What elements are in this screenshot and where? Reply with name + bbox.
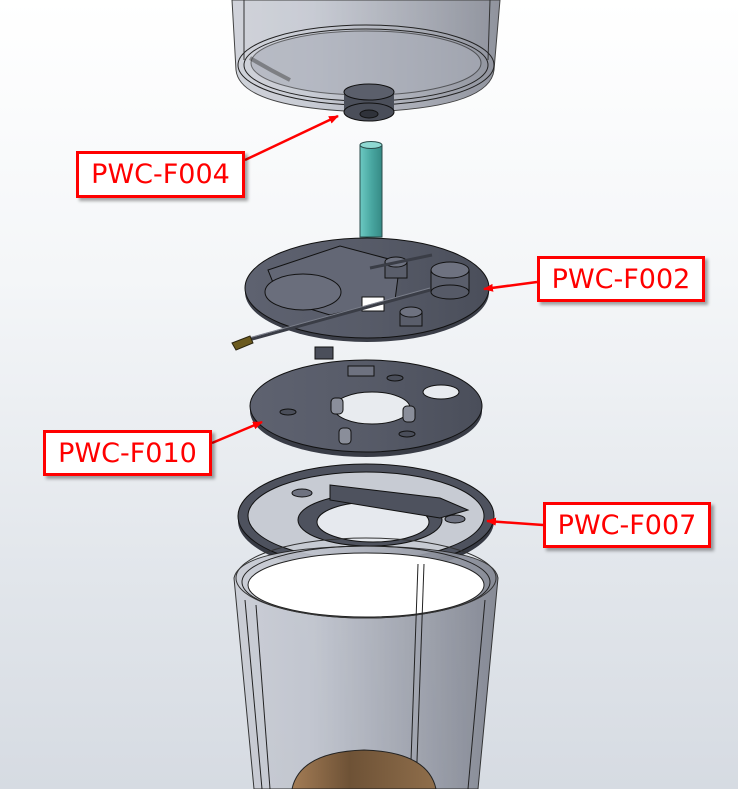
lower-body <box>233 537 499 789</box>
mechanism-plate <box>244 237 490 343</box>
callout-label: PWC-F007 <box>557 509 697 541</box>
tube <box>359 141 383 238</box>
middle-plate <box>249 346 483 457</box>
callout-label: PWC-F002 <box>551 263 691 295</box>
upper-body <box>231 0 501 113</box>
callout-pwc-f002: PWC-F002 <box>537 256 705 302</box>
callout-pwc-f010: PWC-F010 <box>43 430 212 476</box>
ring-plate <box>237 463 495 573</box>
callout-pwc-f004: PWC-F004 <box>76 151 245 198</box>
pin-tip <box>231 335 254 351</box>
callout-pwc-f007: PWC-F007 <box>543 502 711 548</box>
callout-label: PWC-F004 <box>91 159 230 190</box>
leader-lines <box>211 114 544 527</box>
upper-body-boss <box>343 83 395 122</box>
callout-label: PWC-F010 <box>58 437 197 469</box>
